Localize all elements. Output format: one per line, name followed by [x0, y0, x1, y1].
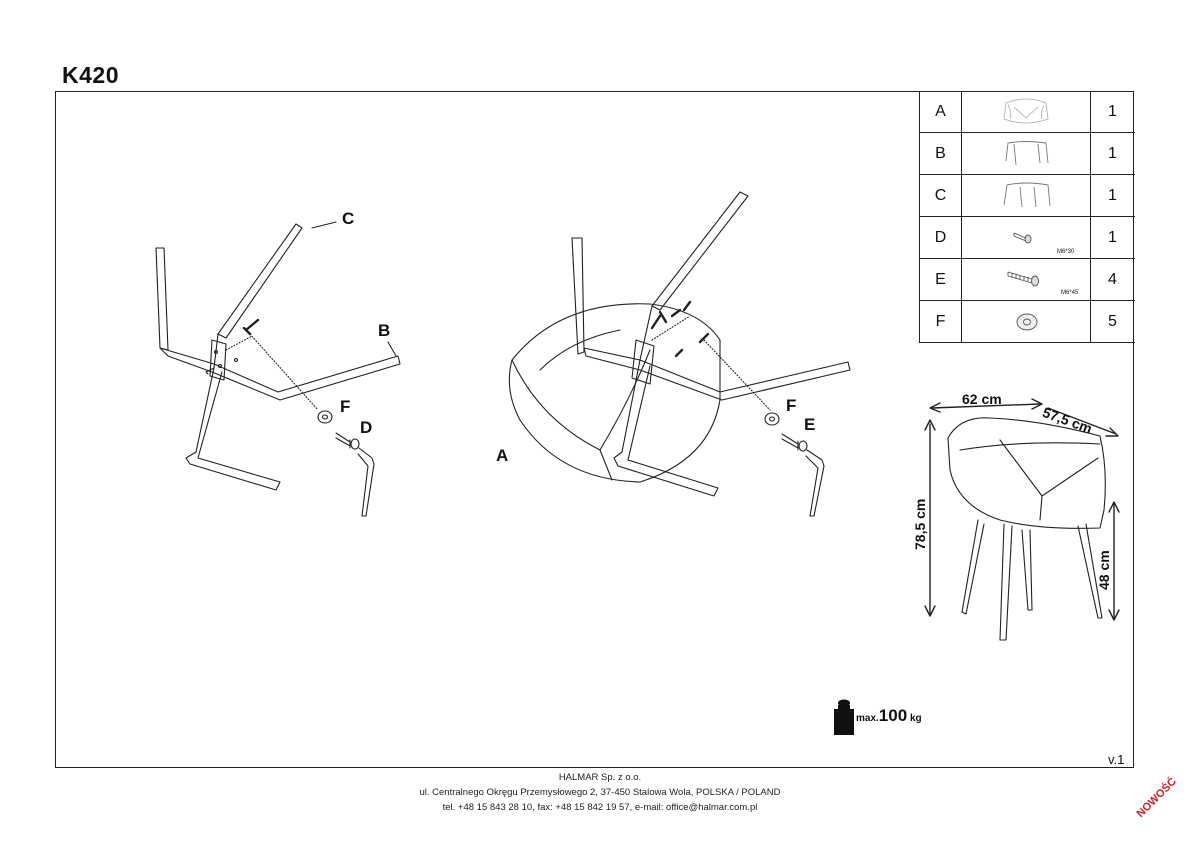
instruction-frame [55, 91, 1134, 768]
dimension-height: 78,5 cm [912, 498, 928, 550]
label-f-right: F [786, 396, 797, 415]
parts-table: A 1 B 1 C 1 D M6*30 1 E [919, 91, 1135, 343]
part-letter: A [920, 91, 962, 132]
weight-prefix: max. [856, 713, 879, 724]
parts-row-d: D M6*30 1 [920, 217, 1135, 259]
part-spec: M6*30 [1057, 249, 1075, 255]
label-e: E [804, 415, 816, 434]
label-f-left: F [340, 397, 351, 416]
long-bolt-icon: M6*45 [962, 259, 1091, 300]
label-d: D [360, 418, 373, 437]
parts-row-a: A 1 [920, 91, 1135, 133]
footer-company: HALMAR Sp. z o.o. [558, 772, 642, 783]
part-qty: 5 [1108, 312, 1117, 330]
part-letter: C [920, 175, 962, 216]
part-qty: 4 [1108, 270, 1117, 288]
document-title: K420 [62, 62, 119, 88]
short-bolt-icon: M6*30 [962, 217, 1091, 258]
dimension-seat-height: 48 cm [1096, 550, 1112, 590]
footer-contact: tel. +48 15 843 28 10, fax: +48 15 842 1… [442, 802, 758, 813]
part-letter: F [920, 301, 962, 342]
label-c: C [342, 209, 355, 228]
max-weight: max.100 kg [856, 706, 922, 726]
frame-assembly-drawing [155, 221, 401, 517]
part-spec: M6*45 [1061, 290, 1079, 296]
part-letter: E [920, 259, 962, 300]
version-label: v.1 [1108, 752, 1125, 767]
weight-icon [834, 699, 854, 735]
parts-row-f: F 5 [920, 301, 1135, 343]
part-qty: 1 [1108, 228, 1117, 246]
weight-unit: kg [909, 713, 922, 724]
footer-address: ul. Centralnego Okręgu Przemysłowego 2, … [419, 787, 781, 798]
part-qty: 1 [1108, 144, 1117, 162]
washer-icon [962, 301, 1091, 342]
parts-row-c: C 1 [920, 175, 1135, 217]
chair-dimension-drawing [924, 398, 1120, 641]
weight-value: 100 [878, 706, 908, 725]
seat-assembly-drawing [508, 191, 851, 517]
part-qty: 1 [1108, 186, 1117, 204]
seat-shell-icon [962, 91, 1091, 132]
part-qty: 1 [1108, 102, 1117, 120]
rear-leg-frame-icon [962, 133, 1091, 174]
parts-row-e: E M6*45 4 [920, 259, 1135, 301]
label-a: A [496, 446, 509, 465]
part-letter: B [920, 133, 962, 174]
front-leg-frame-icon [962, 175, 1091, 216]
dimension-width: 62 cm [962, 391, 1002, 407]
label-b: B [378, 321, 391, 340]
part-letter: D [920, 217, 962, 258]
parts-row-b: B 1 [920, 133, 1135, 175]
